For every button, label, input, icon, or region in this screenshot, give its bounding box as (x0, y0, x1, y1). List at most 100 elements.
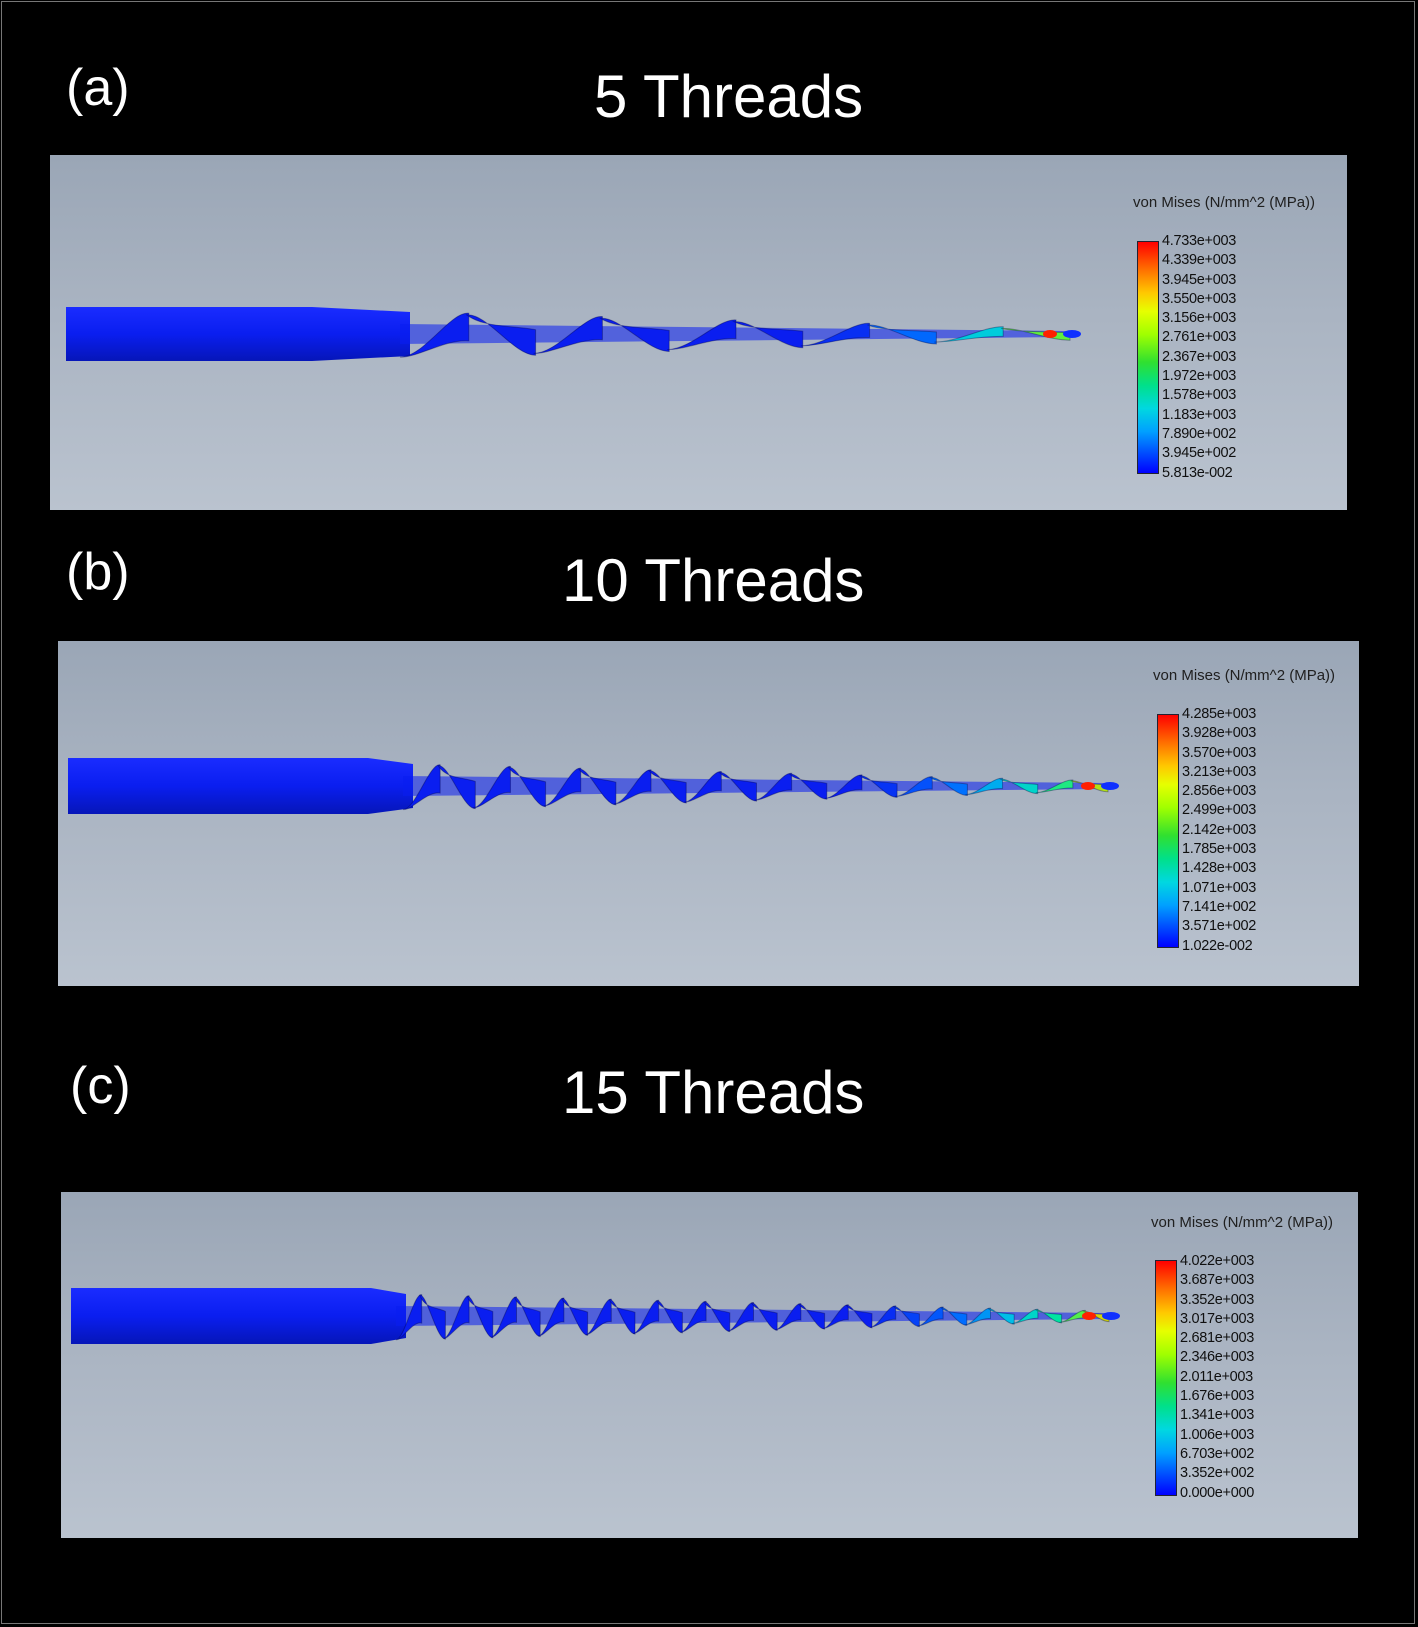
drill-flute-segment (513, 1296, 541, 1338)
stress-hotspot (1043, 330, 1057, 338)
drill-flute-segment (928, 776, 968, 796)
legend-value: 3.352e+002 (1180, 1465, 1255, 1482)
panel-c-title: 15 Threads (562, 1059, 865, 1126)
panel-a-drill-model (66, 307, 1081, 361)
legend-value: 4.733e+003 (1162, 233, 1237, 249)
drill-flute-segment (1012, 1308, 1039, 1324)
legend-value: 2.761e+003 (1162, 329, 1237, 346)
drill-flute-segment (964, 1307, 991, 1326)
legend-value: 2.011e+003 (1180, 1368, 1253, 1385)
legend-value: 2.346e+003 (1180, 1349, 1255, 1366)
drill-flute-segment (632, 1299, 660, 1334)
legend-value: 1.022e-002 (1182, 937, 1253, 954)
drill-flute-segment (680, 1300, 707, 1333)
drill-tip (1063, 330, 1081, 338)
drill-flute-segment (754, 772, 793, 801)
drill-tip (1102, 1312, 1120, 1320)
drill-tip (1101, 782, 1119, 790)
drill-flute-segment (940, 1307, 968, 1326)
legend-value: 3.945e+003 (1162, 271, 1237, 288)
drill-flute-segment (667, 319, 737, 351)
drill-flute-segment (419, 1294, 446, 1340)
drill-flute-segment (437, 765, 476, 810)
drill-shank (66, 307, 410, 361)
drill-flute-segment (917, 1306, 944, 1327)
drill-flute-segment (718, 771, 757, 802)
drill-flute-segment (533, 316, 603, 354)
drill-flute-segment (613, 769, 652, 805)
legend-value: 3.156e+003 (1162, 310, 1237, 327)
legend-value: 2.367e+003 (1162, 348, 1237, 365)
legend-value: 1.006e+003 (1180, 1426, 1255, 1443)
drill-flute-segment (858, 775, 898, 798)
drill-shank (68, 758, 413, 814)
legend-value: 2.681e+003 (1180, 1330, 1255, 1347)
drill-flute-segment (466, 1295, 494, 1339)
drill-flute-segment (788, 773, 828, 800)
drill-flute-segment (537, 1297, 565, 1337)
drill-flute-segment (869, 1305, 897, 1328)
legend-value: 3.928e+003 (1182, 725, 1257, 742)
legend-value: 1.071e+003 (1182, 879, 1257, 896)
drill-flute-segment (1035, 779, 1074, 794)
drill-flute-segment (399, 312, 470, 358)
legend-value: 3.213e+003 (1182, 763, 1257, 780)
drill-flute-segment (798, 1303, 826, 1330)
panel-b-drill-model (68, 758, 1119, 814)
legend-value: 0.000e+000 (1180, 1484, 1255, 1501)
drill-flute-segment (775, 1303, 802, 1331)
drill-flute-segment (800, 322, 871, 347)
legend-value: 1.183e+003 (1162, 406, 1237, 423)
panel-a-legend-title: von Mises (N/mm^2 (MPa)) (1133, 194, 1316, 211)
legend-value: 7.141e+002 (1182, 898, 1257, 915)
panel-a-color-scale (1137, 241, 1159, 474)
drill-flute-segment (1034, 1309, 1063, 1324)
legend-value: 1.972e+003 (1162, 368, 1237, 385)
drill-flute-segment (395, 1294, 423, 1341)
panel-b-letter: (b) (66, 543, 130, 601)
legend-value: 1.428e+003 (1182, 860, 1257, 877)
drill-flute-segment (824, 774, 863, 799)
drill-flute-segment (684, 771, 722, 803)
legend-value: 4.285e+003 (1182, 706, 1257, 722)
legend-value: 6.703e+002 (1180, 1445, 1255, 1462)
stress-hotspot (1082, 1312, 1096, 1320)
legend-value: 3.352e+003 (1180, 1291, 1255, 1308)
drill-flute-segment (465, 314, 537, 356)
stress-hotspot (1081, 782, 1095, 790)
legend-value: 5.813e-002 (1162, 464, 1233, 481)
drill-flute-segment (987, 1308, 1015, 1325)
legend-value: 4.339e+003 (1162, 252, 1237, 269)
drill-flute-segment (473, 766, 511, 809)
legend-value: 2.856e+003 (1182, 783, 1257, 800)
drill-flute-segment (561, 1298, 589, 1336)
legend-value: 2.499e+003 (1182, 802, 1257, 819)
drill-flute-segment (655, 1300, 683, 1334)
panel-b-legend-labels: 4.285e+003 3.928e+003 3.570e+003 3.213e+003… (1182, 705, 1256, 956)
legend-value: 4.022e+003 (1180, 1253, 1255, 1269)
legend-value: 1.676e+003 (1180, 1388, 1255, 1405)
legend-value: 3.017e+003 (1180, 1310, 1255, 1327)
panel-b-title: 10 Threads (562, 547, 865, 614)
legend-value: 3.570e+003 (1182, 744, 1257, 761)
drill-flute-segment (598, 317, 670, 352)
drill-flute-segment (443, 1295, 470, 1339)
panel-a-letter: (a) (66, 59, 130, 117)
drill-flute-segment (490, 1296, 517, 1338)
drill-flute-segment (750, 1302, 778, 1331)
drill-flute-segment (507, 766, 547, 808)
drill-flute-segment (732, 321, 804, 349)
drill-flute-segment (585, 1298, 612, 1336)
panel-c-drill-model (71, 1288, 1120, 1344)
legend-value: 3.945e+002 (1162, 445, 1237, 462)
drill-flute-segment (822, 1304, 849, 1329)
drill-flute-segment (845, 1304, 873, 1329)
drill-flute-segment (727, 1302, 754, 1332)
panel-c-color-scale (1155, 1260, 1177, 1496)
drill-flute-segment (703, 1301, 731, 1333)
drill-flute-segment (867, 324, 937, 345)
